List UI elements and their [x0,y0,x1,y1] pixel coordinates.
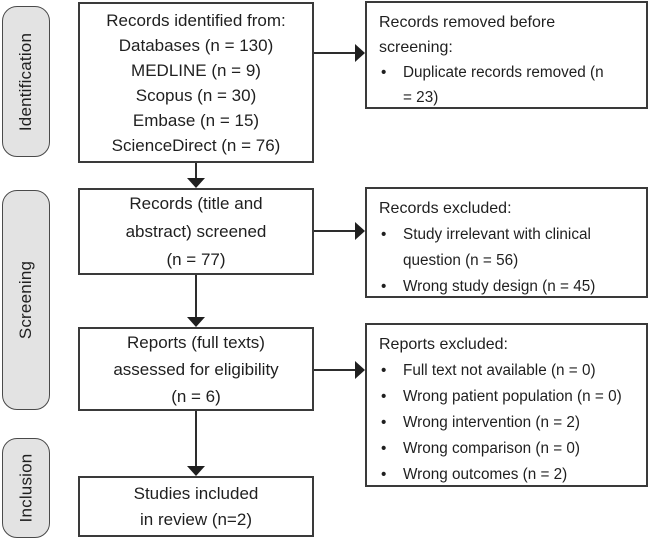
connector-down-1 [195,163,197,179]
box-text-line: MEDLINE (n = 9) [131,60,261,80]
bullet-text: Wrong patient population (n = 0) [403,388,622,405]
arrowhead-down-icon [187,317,205,327]
bullet-text: Duplicate records removed (n = 23) [403,64,604,106]
box-reports-assessed: Reports (full texts) assessed for eligib… [78,327,314,411]
box-text-line: Databases (n = 130) [118,35,274,55]
box-text-line: assessed for eligibility [113,359,279,379]
bullet-text: Wrong outcomes (n = 2) [403,466,568,483]
bullet-text: Wrong comparison (n = 0) [403,440,580,457]
bullet-icon: • [381,64,387,81]
box-text-line: Records (title and [129,193,263,213]
bullet-icon: • [381,362,387,379]
box-reports-excluded: Reports excluded: • Full text not availa… [365,323,648,487]
bullet-text: Study irrelevant with clinical question … [403,226,591,269]
stage-label: Identification [16,32,36,131]
box-text-line: (n = 77) [166,249,226,269]
stage-screening: Screening [2,190,50,410]
box-records-removed: Records removed before screening: • Dupl… [365,1,648,109]
arrowhead-right-icon [355,222,365,240]
box-text-line: Records identified from: [106,10,286,30]
bullet-item: • Wrong comparison (n = 0) [379,436,641,462]
box-studies-included: Studies included in review (n=2) [78,476,314,537]
bullet-item: • Full text not available (n = 0) [379,358,641,384]
arrowhead-right-icon [355,361,365,379]
connector-down-3 [195,411,197,467]
box-text-line: abstract) screened [125,221,267,241]
box-text-line: Reports (full texts) [127,332,265,352]
box-text-line: Embase (n = 15) [132,110,260,130]
bullet-icon: • [381,414,387,431]
bullet-icon: • [381,278,387,295]
connector-right-3 [314,369,355,371]
arrowhead-down-icon [187,178,205,188]
box-records-identified: Records identified from: Databases (n = … [78,2,314,163]
stage-identification: Identification [2,6,50,157]
bullet-text: Full text not available (n = 0) [403,362,596,379]
bullet-item: • Duplicate records removed (n = 23) [379,60,641,110]
stage-label: Screening [16,260,36,340]
connector-right-1 [314,52,355,54]
bullet-item: • Wrong intervention (n = 2) [379,410,641,436]
bullet-item: • Study irrelevant with clinical questio… [379,222,641,274]
arrowhead-down-icon [187,466,205,476]
bullet-icon: • [381,388,387,405]
box-text-line: ScienceDirect (n = 76) [111,135,281,155]
box-records-excluded: Records excluded: • Study irrelevant wit… [365,187,648,298]
connector-right-2 [314,230,355,232]
stage-label: Inclusion [16,453,35,523]
bullet-item: • Wrong study design (n = 45) [379,274,641,300]
box-text-line: in review (n=2) [140,509,252,529]
box-text-line: Scopus (n = 30) [135,85,257,105]
box-text-line: Studies included [133,483,259,503]
side-box-title: Records removed before screening: [379,14,556,56]
side-box-title: Records excluded: [379,200,512,217]
bullet-icon: • [381,440,387,457]
bullet-text: Wrong study design (n = 45) [403,278,596,295]
bullet-text: Wrong intervention (n = 2) [403,414,580,431]
box-records-screened: Records (title and abstract) screened (n… [78,188,314,275]
bullet-icon: • [381,466,387,483]
stage-inclusion: Inclusion [2,438,50,538]
side-box-title: Reports excluded: [379,336,508,353]
bullet-item: • Wrong outcomes (n = 2) [379,462,641,488]
arrowhead-right-icon [355,44,365,62]
bullet-item: • Wrong patient population (n = 0) [379,384,641,410]
box-text-line: (n = 6) [171,386,221,406]
bullet-icon: • [381,226,387,243]
connector-down-2 [195,275,197,318]
